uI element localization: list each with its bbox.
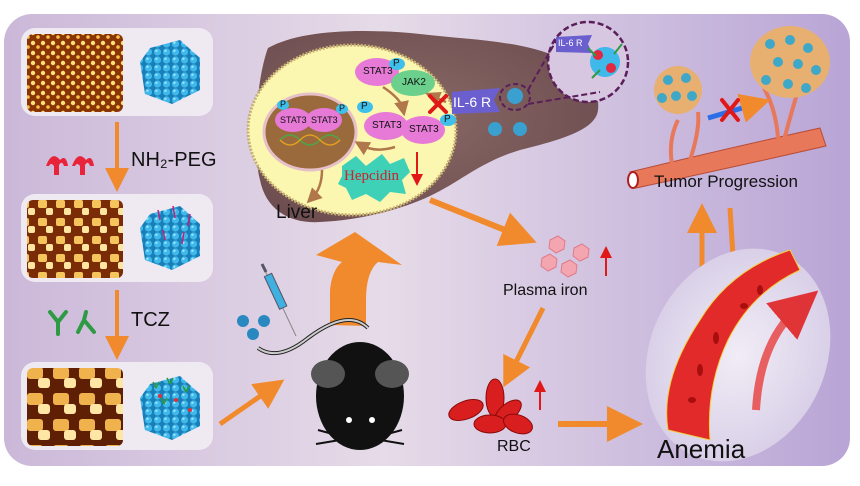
nuclear-phospho-badge-1: [277, 100, 289, 110]
stat3-dimer-right: [401, 116, 445, 144]
blood-vessel: [666, 249, 801, 441]
dna-helix-icon: [279, 134, 341, 146]
il6-receptor: [452, 88, 500, 114]
afm-image-peg: [27, 200, 123, 278]
anemia-label: Anemia: [657, 434, 746, 464]
zoom-inset-receptor-label: IL-6 R: [558, 38, 583, 48]
hepcidin-burst: [338, 154, 410, 202]
zoom-inset-receptor: [556, 35, 592, 53]
syringe-icon: [260, 263, 297, 337]
nuclear-phospho-label-1: P: [280, 99, 287, 109]
iron-to-rbc-arrow: [503, 306, 546, 388]
stat3-monomer-label: STAT3: [363, 66, 393, 77]
nuclear-phospho-badge-2: [336, 104, 348, 114]
tcz-label: TCZ: [131, 309, 170, 331]
anemia-trend-arrow: [752, 290, 819, 411]
nuclear-stat3-right: [306, 108, 342, 132]
liver-label: Liver: [276, 202, 318, 223]
stat3-phospho-badge-2: [440, 114, 456, 126]
antibody-icon: [48, 310, 96, 336]
stat3-dimer-left-label: STAT3: [372, 120, 402, 131]
stat3-dimer-left: [364, 112, 408, 140]
jak2-phospho-label: P: [393, 58, 400, 69]
injected-nanoparticles: [237, 315, 270, 340]
nuclear-stat3-left: [275, 108, 311, 132]
hepcidin-label: Hepcidin: [344, 168, 399, 184]
nuclear-stat3-left-label: STAT3: [280, 115, 307, 125]
nuclear-phospho-label-2: P: [339, 103, 346, 113]
rbc-cells-icon: [448, 378, 533, 435]
stat3-dimer-right-label: STAT3: [409, 124, 439, 135]
stat3-monomer: [355, 58, 399, 86]
zoom-inset-highlight: [499, 83, 531, 111]
zoom-inset-nanoparticle: [587, 43, 623, 79]
jak2-phospho-badge: [389, 58, 405, 70]
synthesis-panel-2: [21, 194, 213, 282]
nanoparticle-bare-icon: [140, 40, 200, 104]
background-panel: [4, 14, 850, 466]
mouse-icon: [256, 318, 409, 450]
nh2-peg-label: NH₂-PEG: [131, 149, 217, 171]
nanoparticle-tcz-icon: [140, 376, 200, 440]
bound-nanoparticles: [488, 88, 527, 136]
tumor-inhibition-x-icon: [720, 98, 740, 122]
artery-lumen: [627, 171, 639, 189]
tumor-vessel-small: [668, 111, 701, 165]
pathway-arrows: [306, 85, 447, 204]
stat3-phospho-label-1: P: [361, 101, 368, 112]
panel-to-mouse-arrow: [218, 379, 285, 427]
inhibition-x-icon: [428, 94, 448, 114]
nanoparticle-peg-icon: [140, 206, 200, 270]
stat3-phospho-label-2: P: [444, 114, 451, 125]
zoom-guide-line-1: [527, 33, 561, 91]
jak2-protein: [391, 70, 435, 96]
peg-molecule-icon: [46, 156, 94, 175]
afm-image-bare: [27, 34, 123, 112]
tumor-progression-label: Tumor Progression: [654, 172, 798, 191]
vessel-red-cells: [688, 285, 763, 403]
stat3-phospho-badge-1: [357, 101, 373, 113]
plasma-iron-label: Plasma iron: [503, 282, 588, 299]
liver-to-iron-arrow: [428, 197, 537, 247]
mouse-to-liver-arrow: [316, 232, 402, 326]
large-tumor-cluster: [750, 26, 830, 98]
nuclear-stat3-right-label: STAT3: [311, 115, 338, 125]
synthesis-panel-3: [21, 362, 213, 450]
rbc-label: RBC: [497, 438, 531, 455]
iron-hexagons-icon: [540, 235, 590, 278]
small-tumor-cluster: [654, 66, 702, 114]
il6-receptor-label: IL-6 R: [453, 94, 492, 110]
afm-image-tcz: [27, 368, 123, 446]
zoom-guide-line-2: [527, 91, 601, 105]
jak2-label: JAK2: [402, 77, 426, 88]
synthesis-panel-1: [21, 28, 213, 116]
